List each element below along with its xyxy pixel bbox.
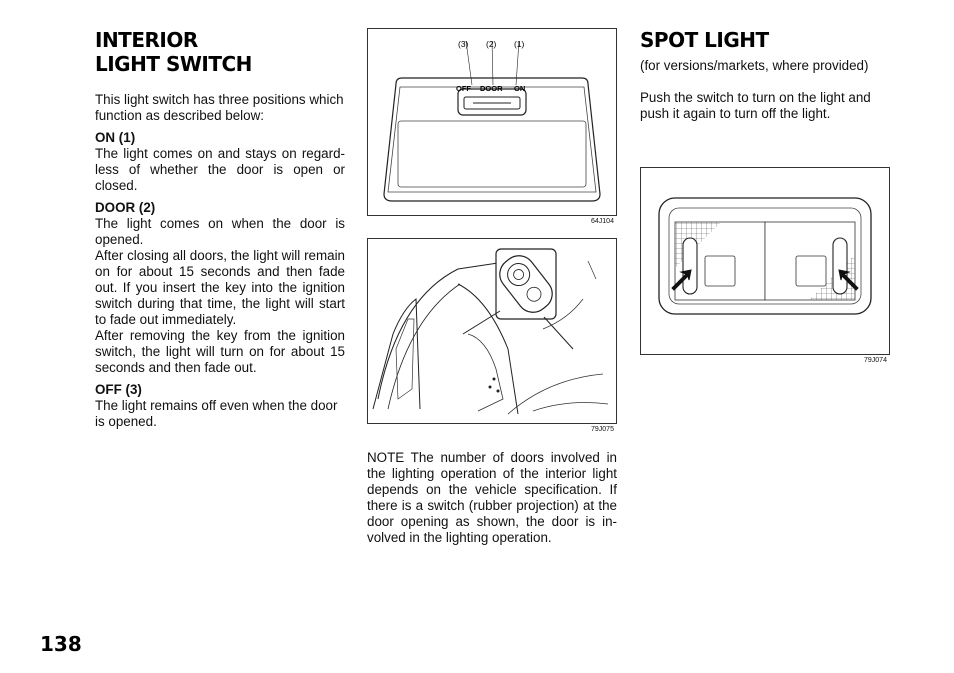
note-paragraph: NOTE The number of doors involved in the… (367, 450, 617, 545)
figure-code-79j074: 79J074 (864, 357, 887, 364)
section-title-spot-light: SPOT LIGHT (640, 28, 769, 52)
interior-light-text: This light switch has three positions wh… (95, 92, 345, 430)
door-paragraph-3: After removing the key from the ignition… (95, 328, 345, 375)
door-paragraph-1: The light comes on when the door is open… (95, 216, 345, 247)
figure-code-64j104: 64J104 (591, 218, 614, 225)
on-heading: ON (1) (95, 130, 136, 145)
switch-label-on: ON (514, 84, 525, 93)
spot-light-subtitle: (for versions/markets, where provided) (640, 58, 869, 73)
interior-light-drawing: (3) (2) (1) OFF DOOR ON (383, 39, 601, 202)
switch-label-off: OFF (456, 84, 471, 93)
off-paragraph: The light remains off even when the door… (95, 398, 338, 429)
callout-1: (1) (514, 39, 525, 49)
spot-light-text: (for versions/markets, where provided) P… (640, 58, 890, 122)
section-title-interior-light-switch: INTERIOR LIGHT SWITCH (95, 28, 252, 76)
spot-light-paragraph: Push the switch to turn on the light and… (640, 90, 871, 121)
note-block: NOTE The number of doors involved in the… (367, 450, 617, 546)
off-heading: OFF (3) (95, 382, 142, 397)
door-paragraph-2: After closing all doors, the light will … (95, 248, 345, 327)
intro-paragraph: This light switch has three positions wh… (95, 92, 344, 123)
callout-2: (2) (486, 39, 497, 49)
spot-light-drawing (658, 197, 872, 315)
figure-code-79j075: 79J075 (591, 426, 614, 433)
on-paragraph: The light comes on and stays on regard-l… (95, 146, 345, 193)
page-number: 138 (40, 632, 82, 656)
door-switch-figure (367, 238, 617, 424)
title-line-1: INTERIOR (95, 28, 198, 52)
door-heading: DOOR (2) (95, 200, 156, 215)
door-switch-drawing (372, 248, 609, 415)
switch-label-door: DOOR (480, 84, 503, 93)
title-line-2: LIGHT SWITCH (95, 52, 252, 76)
spot-light-figure (640, 167, 890, 355)
callout-3: (3) (458, 39, 469, 49)
interior-light-figure: (3) (2) (1) OFF DOOR ON (367, 28, 617, 216)
